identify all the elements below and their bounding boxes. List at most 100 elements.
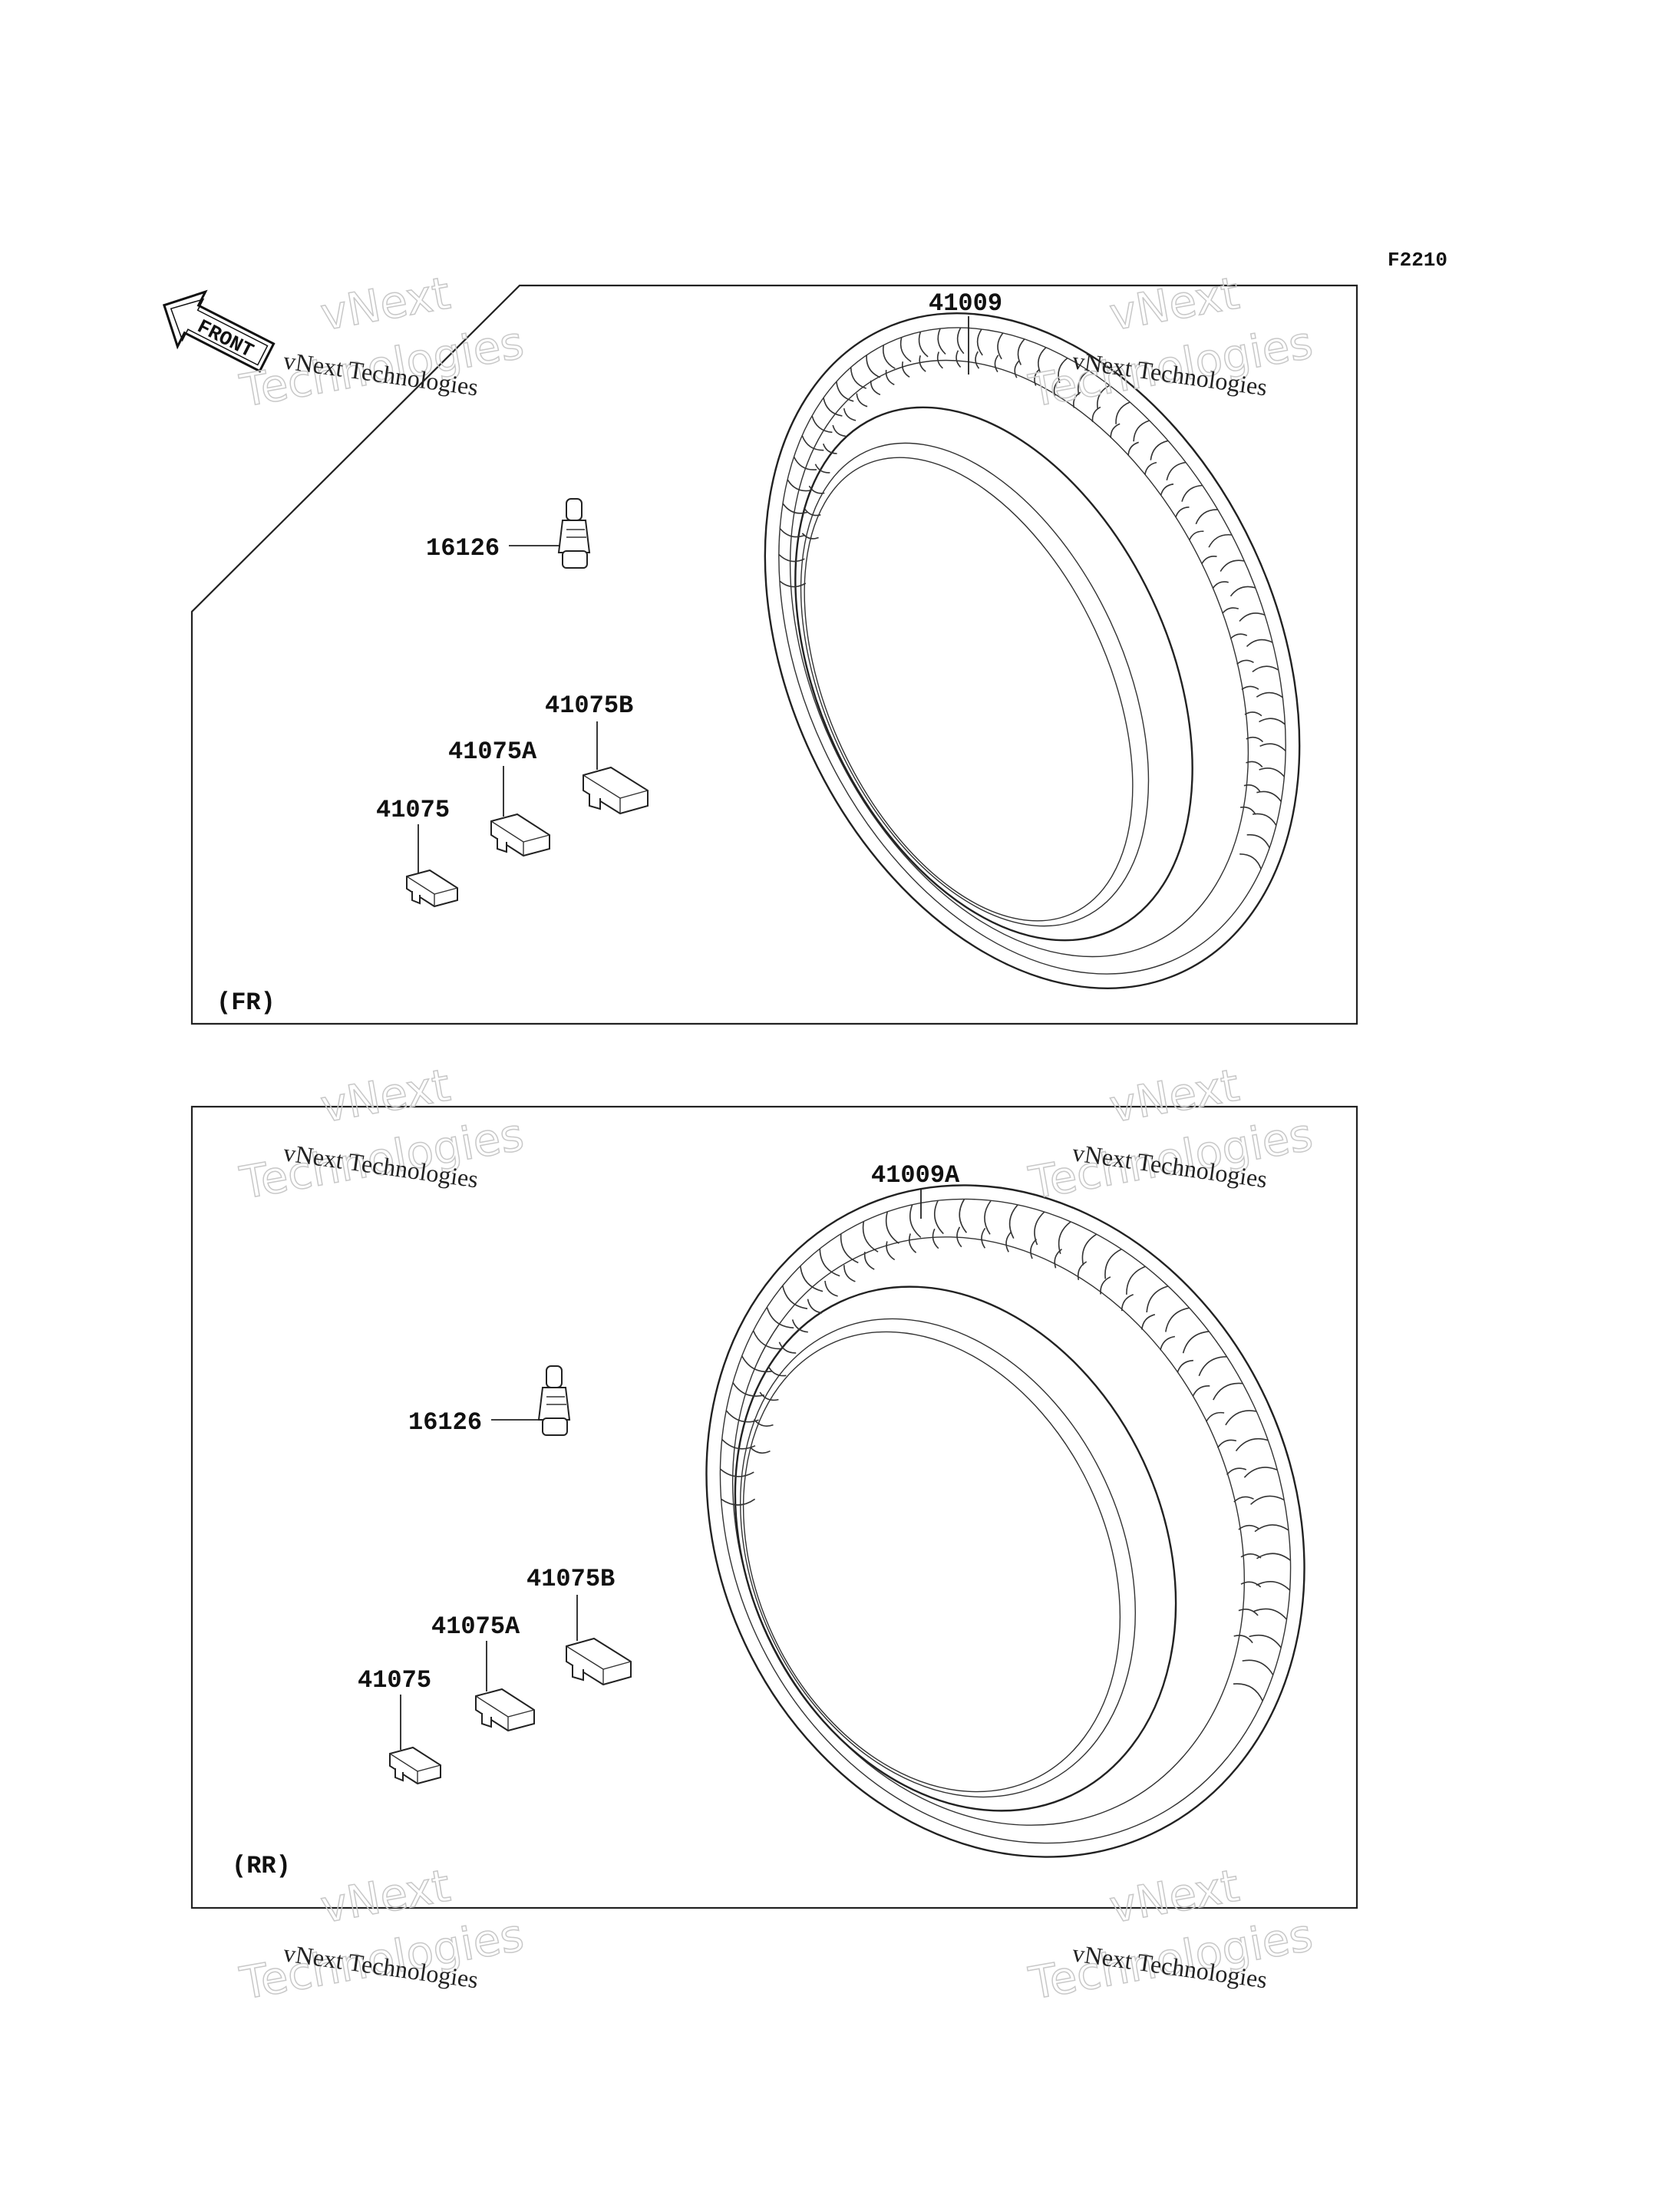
tread-groove: [1030, 1239, 1038, 1259]
svg-text:vNext: vNext: [317, 267, 454, 341]
front-tire: [764, 312, 1301, 989]
rear-panel-frame: [190, 1105, 1358, 1909]
tread-groove: [1097, 384, 1111, 409]
tread-groove: [1192, 1385, 1210, 1398]
tread-groove: [1091, 406, 1101, 423]
tread-groove: [721, 1498, 756, 1506]
tread-groove: [1146, 1285, 1169, 1313]
tread-groove: [1073, 391, 1081, 408]
tread-groove: [981, 1227, 986, 1249]
tread-groove: [1038, 347, 1047, 374]
tread-groove: [1054, 1248, 1062, 1269]
rear-valve-icon: [537, 1365, 571, 1436]
rear-valve-part-number[interactable]: 16126: [408, 1408, 482, 1437]
tread-groove: [1246, 639, 1273, 647]
tread-groove: [1201, 556, 1217, 565]
tread-groove: [791, 1319, 808, 1333]
tread-groove: [1240, 1581, 1262, 1588]
front-weight-part-number[interactable]: 41075: [376, 796, 450, 824]
tread-groove: [759, 1391, 779, 1401]
rear-tire-part-number[interactable]: 41009A: [871, 1161, 960, 1190]
tread-groove: [1239, 806, 1256, 815]
tread-groove: [956, 350, 962, 368]
tread-groove: [725, 1410, 759, 1423]
tread-groove: [1115, 401, 1130, 424]
tread-groove: [750, 1447, 771, 1454]
tread-groove: [1252, 665, 1279, 673]
tread-groove: [1077, 1261, 1088, 1280]
front-weight-b-part-number[interactable]: 41075B: [545, 691, 633, 720]
tread-groove: [1236, 659, 1254, 665]
tread-groove: [767, 1366, 787, 1377]
front-valve-part-number[interactable]: 16126: [426, 534, 500, 563]
rear-weight-icon: [389, 1746, 441, 1785]
rear-weight-b-part-number[interactable]: 41075B: [526, 1565, 615, 1593]
tread-groove: [1259, 767, 1286, 777]
rear-weight-a-part-number[interactable]: 41075A: [431, 1612, 520, 1641]
rear-weight-part-number[interactable]: 41075: [358, 1666, 431, 1695]
tread-groove: [1141, 1314, 1156, 1330]
tread-groove: [1198, 1355, 1227, 1377]
svg-text:vNext: vNext: [1106, 267, 1243, 341]
tread-groove: [908, 1233, 917, 1253]
tread-groove: [932, 1228, 939, 1249]
tread-groove: [819, 1249, 840, 1277]
tread-groove: [1259, 718, 1286, 725]
tread-groove: [843, 1265, 856, 1282]
figure-code: F2210: [1388, 249, 1447, 272]
tread-groove: [976, 328, 983, 356]
tread-groove: [918, 332, 929, 358]
tread-groove: [909, 1204, 922, 1238]
tread-groove: [862, 1221, 879, 1252]
svg-text:vNext: vNext: [1106, 1059, 1243, 1133]
tread-groove: [1256, 691, 1283, 698]
tread-groove: [937, 328, 946, 355]
front-weight-a-part-number[interactable]: 41075A: [448, 738, 537, 766]
tread-groove: [1226, 1467, 1247, 1476]
tread-groove: [822, 443, 837, 454]
tread-groove: [779, 580, 807, 588]
tread-groove: [1188, 530, 1204, 541]
tread-groove: [840, 1233, 859, 1264]
svg-text:vNext: vNext: [317, 1059, 454, 1133]
tread-groove: [1208, 533, 1233, 548]
tread-groove: [1017, 338, 1025, 365]
tread-groove: [782, 1285, 808, 1309]
front-panel-caption: (FR): [216, 988, 276, 1017]
tread-groove: [800, 1266, 823, 1292]
tread-groove: [832, 424, 846, 437]
tread-groove: [753, 1418, 774, 1427]
rear-panel-caption: (RR): [232, 1852, 291, 1880]
tread-groove: [804, 508, 821, 516]
tread-groove: [824, 1280, 838, 1297]
front-tire-part-number[interactable]: 41009: [929, 289, 1002, 318]
tread-groove: [1222, 607, 1239, 614]
rear-weight-b-icon: [566, 1637, 632, 1686]
tread-groove: [779, 528, 806, 538]
tread-groove: [886, 1241, 896, 1261]
tread-groove: [1252, 813, 1277, 826]
tread-groove: [1133, 420, 1150, 442]
tread-groove: [899, 337, 912, 362]
tread-groove: [959, 1198, 968, 1233]
tread-groove: [1175, 507, 1190, 518]
tread-groove: [1254, 1524, 1289, 1533]
tread-groove: [1239, 853, 1262, 870]
tread-groove: [1233, 1683, 1263, 1701]
tread-groove: [1110, 423, 1121, 438]
tread-groove: [1034, 1211, 1045, 1246]
tread-groove: [721, 1439, 756, 1450]
tread-groove: [936, 351, 943, 369]
rear-weight-a-icon: [475, 1688, 535, 1732]
tread-groove: [1166, 461, 1187, 480]
tread-groove: [1246, 736, 1264, 743]
tread-groove: [1259, 743, 1286, 752]
tread-groove: [1246, 833, 1270, 849]
rear-tire: [705, 1184, 1305, 1858]
tread-groove: [1126, 1266, 1146, 1295]
tread-groove: [902, 361, 910, 378]
tread-groove: [975, 351, 980, 369]
